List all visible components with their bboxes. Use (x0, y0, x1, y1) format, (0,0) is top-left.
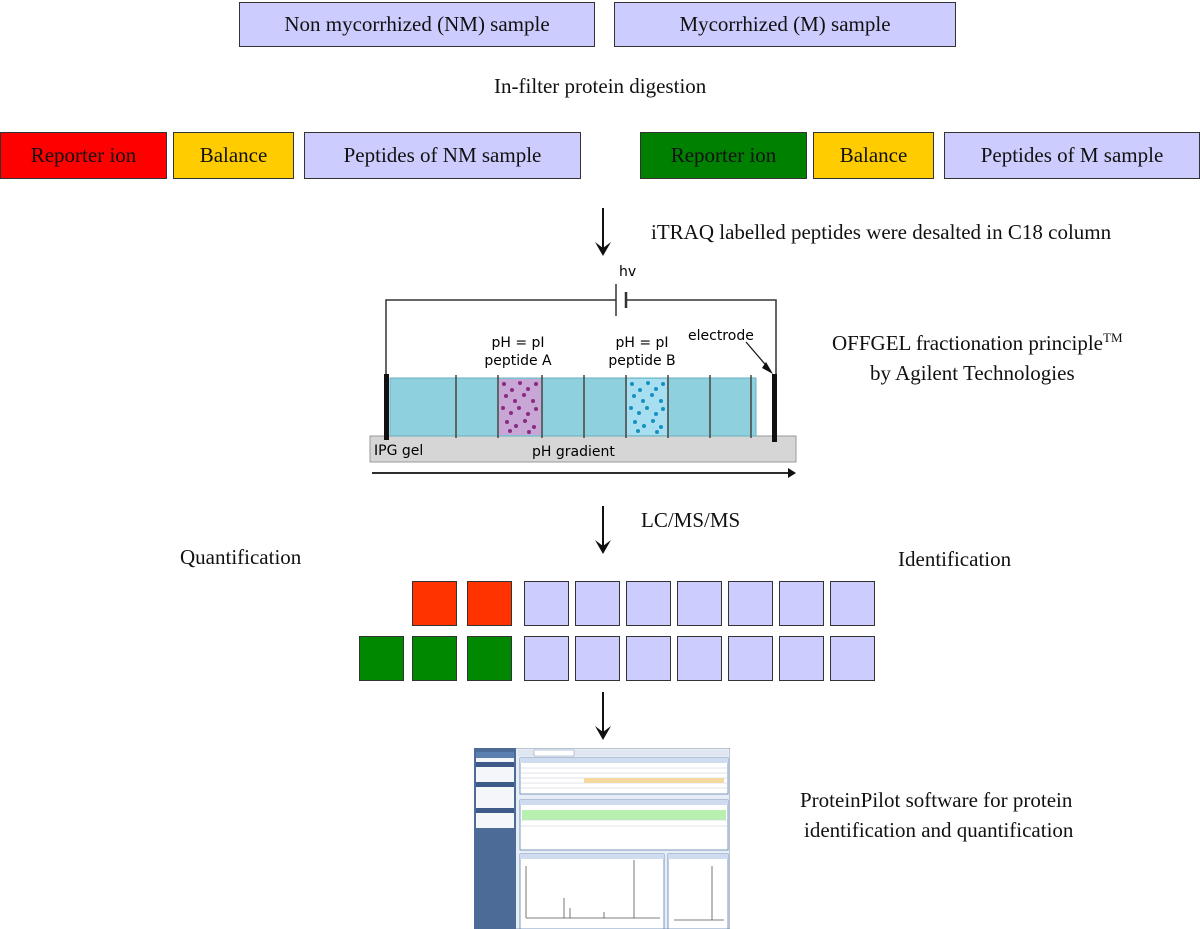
peptide-square (626, 636, 671, 681)
m-balance-label: Balance (839, 143, 908, 167)
ph-gradient-label: pH gradient (532, 444, 615, 460)
electrode-left (384, 374, 389, 440)
trademark-sup: TM (1103, 330, 1123, 345)
peptide-square (677, 581, 722, 626)
m-peptides-label: Peptides of M sample (980, 143, 1164, 167)
nm-reporter-ion-label: Reporter ion (30, 143, 137, 167)
m-peptides-box: Peptides of M sample (944, 132, 1200, 179)
peptide-a-label: peptide A (484, 353, 552, 369)
peptide-square (575, 636, 620, 681)
m-reporter-square (467, 636, 512, 681)
nm-peptides-box: Peptides of NM sample (304, 132, 581, 179)
m-sample-box: Mycorrhized (M) sample (614, 2, 956, 47)
offgel-caption-line2: by Agilent Technologies (870, 361, 1075, 385)
peptide-square (830, 581, 875, 626)
peptide-square (626, 581, 671, 626)
identification-label: Identification (898, 547, 1012, 571)
down-arrow-icon (595, 506, 611, 554)
quant-panel (667, 853, 729, 929)
peptide-a-ph-label: pH = pI (491, 335, 544, 351)
nm-sample-label: Non mycorrhized (NM) sample (284, 12, 550, 36)
peptide-b-label: peptide B (608, 353, 675, 369)
m-reporter-square (412, 636, 457, 681)
nm-sample-box: Non mycorrhized (NM) sample (239, 2, 595, 47)
m-reporter-ion-label: Reporter ion (670, 143, 777, 167)
quantification-label: Quantification (180, 545, 302, 569)
digestion-step-label: In-filter protein digestion (494, 74, 707, 98)
proteinpilot-screenshot (474, 748, 730, 929)
well-dividers (455, 375, 752, 438)
peptide-a-dots (501, 381, 538, 434)
peptide-table-panel (519, 799, 729, 851)
hv-label: hv (619, 264, 636, 280)
peptide-square (524, 581, 569, 626)
desalting-step-label: iTRAQ labelled peptides were desalted in… (651, 220, 1112, 244)
ipg-gel-label: IPG gel (374, 443, 423, 459)
electrode-right (772, 374, 777, 442)
offgel-diagram: hv pH = pI peptide A pH = pI peptide B e… (369, 264, 797, 478)
software-caption-line2: identification and quantification (804, 818, 1074, 842)
lcms-step-label: LC/MS/MS (641, 508, 741, 532)
peptide-square (779, 636, 824, 681)
nm-reporter-square (467, 581, 512, 626)
nm-balance-box: Balance (173, 132, 294, 179)
circuit-wire-right (626, 299, 777, 377)
spectrum-panel (519, 853, 665, 929)
ipg-gel-strip (369, 435, 797, 463)
peptide-square (728, 636, 773, 681)
peptide-b-dots (629, 381, 665, 434)
peptide-square (779, 581, 824, 626)
m-reporter-square (359, 636, 404, 681)
software-caption-line1: ProteinPilot software for protein (800, 788, 1073, 812)
peptide-square (524, 636, 569, 681)
peptide-square (575, 581, 620, 626)
peptide-b-ph-label: pH = pI (615, 335, 668, 351)
m-balance-box: Balance (813, 132, 934, 179)
down-arrow-icon (595, 692, 611, 740)
down-arrow-icon (595, 208, 611, 256)
liquid-chamber (389, 377, 757, 437)
protein-table-panel (519, 757, 729, 795)
electrode-label: electrode (688, 328, 754, 344)
nm-balance-label: Balance (199, 143, 268, 167)
nm-peptides-label: Peptides of NM sample (343, 143, 542, 167)
nm-reporter-ion-box: Reporter ion (0, 132, 167, 179)
peptide-square (677, 636, 722, 681)
m-sample-label: Mycorrhized (M) sample (679, 12, 891, 36)
nm-reporter-square (412, 581, 457, 626)
m-reporter-ion-box: Reporter ion (640, 132, 807, 179)
offgel-caption-line1: OFFGEL fractionation principleTM (832, 330, 1123, 355)
peptide-square (830, 636, 875, 681)
peptide-square (728, 581, 773, 626)
